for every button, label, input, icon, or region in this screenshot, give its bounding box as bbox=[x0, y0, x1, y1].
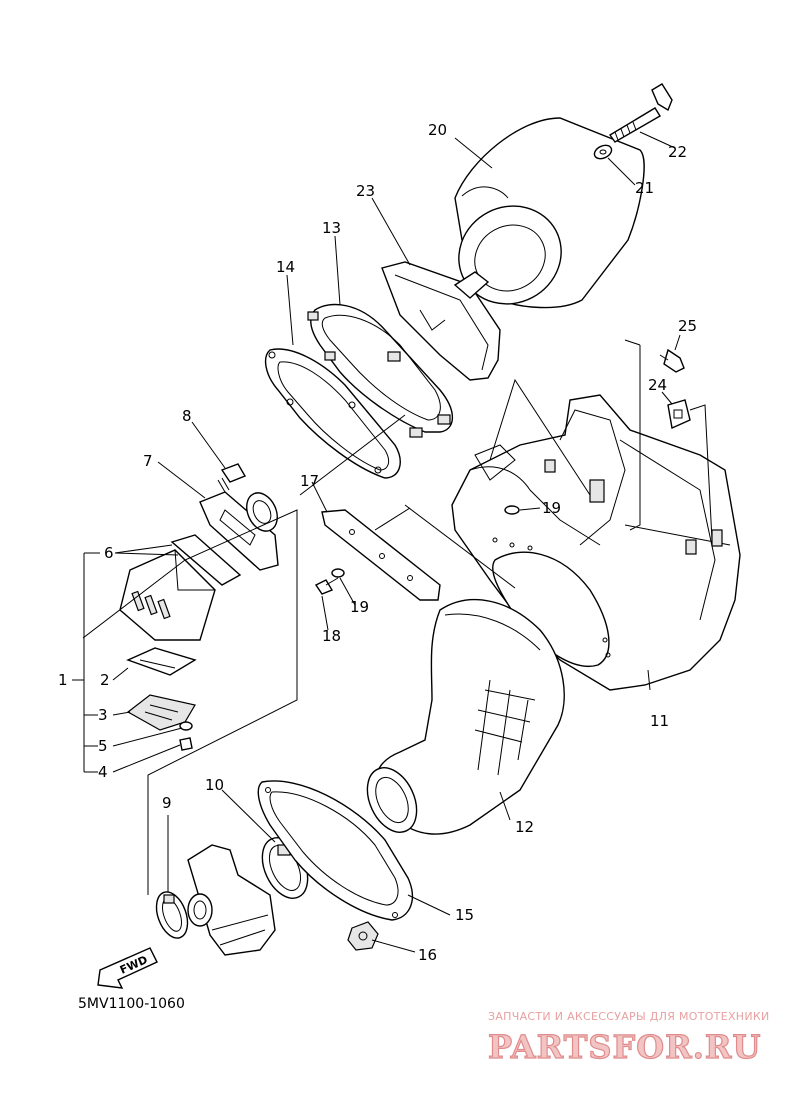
nut-16 bbox=[347, 921, 379, 951]
callout-13: 13 bbox=[322, 219, 341, 237]
callout-12: 12 bbox=[515, 818, 534, 836]
screw-4 bbox=[179, 737, 193, 751]
callout-3: 3 bbox=[98, 706, 108, 724]
washer-5 bbox=[179, 721, 193, 731]
callout-11: 11 bbox=[650, 712, 669, 730]
intake-boot-12 bbox=[366, 598, 565, 835]
callout-20: 20 bbox=[428, 121, 447, 139]
watermark: ЗАПЧАСТИ И АКСЕССУАРЫ ДЛЯ МОТОТЕХНИКИ PA… bbox=[487, 1010, 770, 1067]
watermark-subtitle: ЗАПЧАСТИ И АКСЕССУАРЫ ДЛЯ МОТОТЕХНИКИ bbox=[488, 1010, 770, 1023]
clip-24 bbox=[667, 399, 691, 430]
washer-21 bbox=[593, 144, 613, 160]
reed-stopper-3 bbox=[126, 694, 196, 731]
diagram-code: 5MV1100-1060 bbox=[78, 996, 185, 1012]
reed-valve-7 bbox=[199, 491, 279, 571]
gasket-15 bbox=[257, 780, 413, 921]
callout-21: 21 bbox=[635, 179, 654, 197]
bolt-22 bbox=[608, 83, 673, 143]
callout-6: 6 bbox=[104, 544, 114, 562]
reed-valve-6 bbox=[119, 534, 242, 641]
leader-lines bbox=[72, 131, 681, 953]
callout-16: 16 bbox=[418, 946, 437, 964]
reed-petal-2 bbox=[126, 647, 197, 676]
bolt-25 bbox=[659, 348, 685, 373]
callout-1: 1 bbox=[58, 671, 68, 689]
gasket-14 bbox=[264, 348, 401, 479]
callout-9: 9 bbox=[162, 794, 172, 812]
gasket-13 bbox=[307, 303, 454, 438]
callout-17: 17 bbox=[300, 472, 319, 490]
callout-14: 14 bbox=[276, 258, 295, 276]
bolt-8 bbox=[217, 463, 247, 493]
callout-19b: 19 bbox=[350, 598, 369, 616]
washer-19a bbox=[504, 505, 520, 515]
callout-25: 25 bbox=[678, 317, 697, 335]
filter-guide-23 bbox=[381, 261, 501, 381]
screw-18 bbox=[314, 577, 339, 595]
callout-7: 7 bbox=[143, 452, 153, 470]
callout-2: 2 bbox=[100, 671, 110, 689]
callout-8: 8 bbox=[182, 407, 192, 425]
callout-15: 15 bbox=[455, 906, 474, 924]
callout-24: 24 bbox=[648, 376, 667, 394]
callout-18: 18 bbox=[322, 627, 341, 645]
fwd-arrow-icon: FWD bbox=[97, 947, 158, 989]
clamp-9 bbox=[155, 891, 189, 939]
callout-10: 10 bbox=[205, 776, 224, 794]
watermark-logo: PARTSFOR.RU bbox=[488, 1028, 761, 1066]
washer-19b bbox=[331, 568, 345, 578]
callout-labels: 1 2 3 4 5 6 7 8 9 10 11 12 13 14 15 16 1… bbox=[58, 121, 697, 964]
callout-4: 4 bbox=[98, 763, 108, 781]
plate-17 bbox=[321, 509, 441, 601]
callout-22: 22 bbox=[668, 143, 687, 161]
callout-23: 23 bbox=[356, 182, 375, 200]
callout-19a: 19 bbox=[542, 499, 561, 517]
carburetor bbox=[187, 844, 276, 956]
callout-5: 5 bbox=[98, 737, 108, 755]
